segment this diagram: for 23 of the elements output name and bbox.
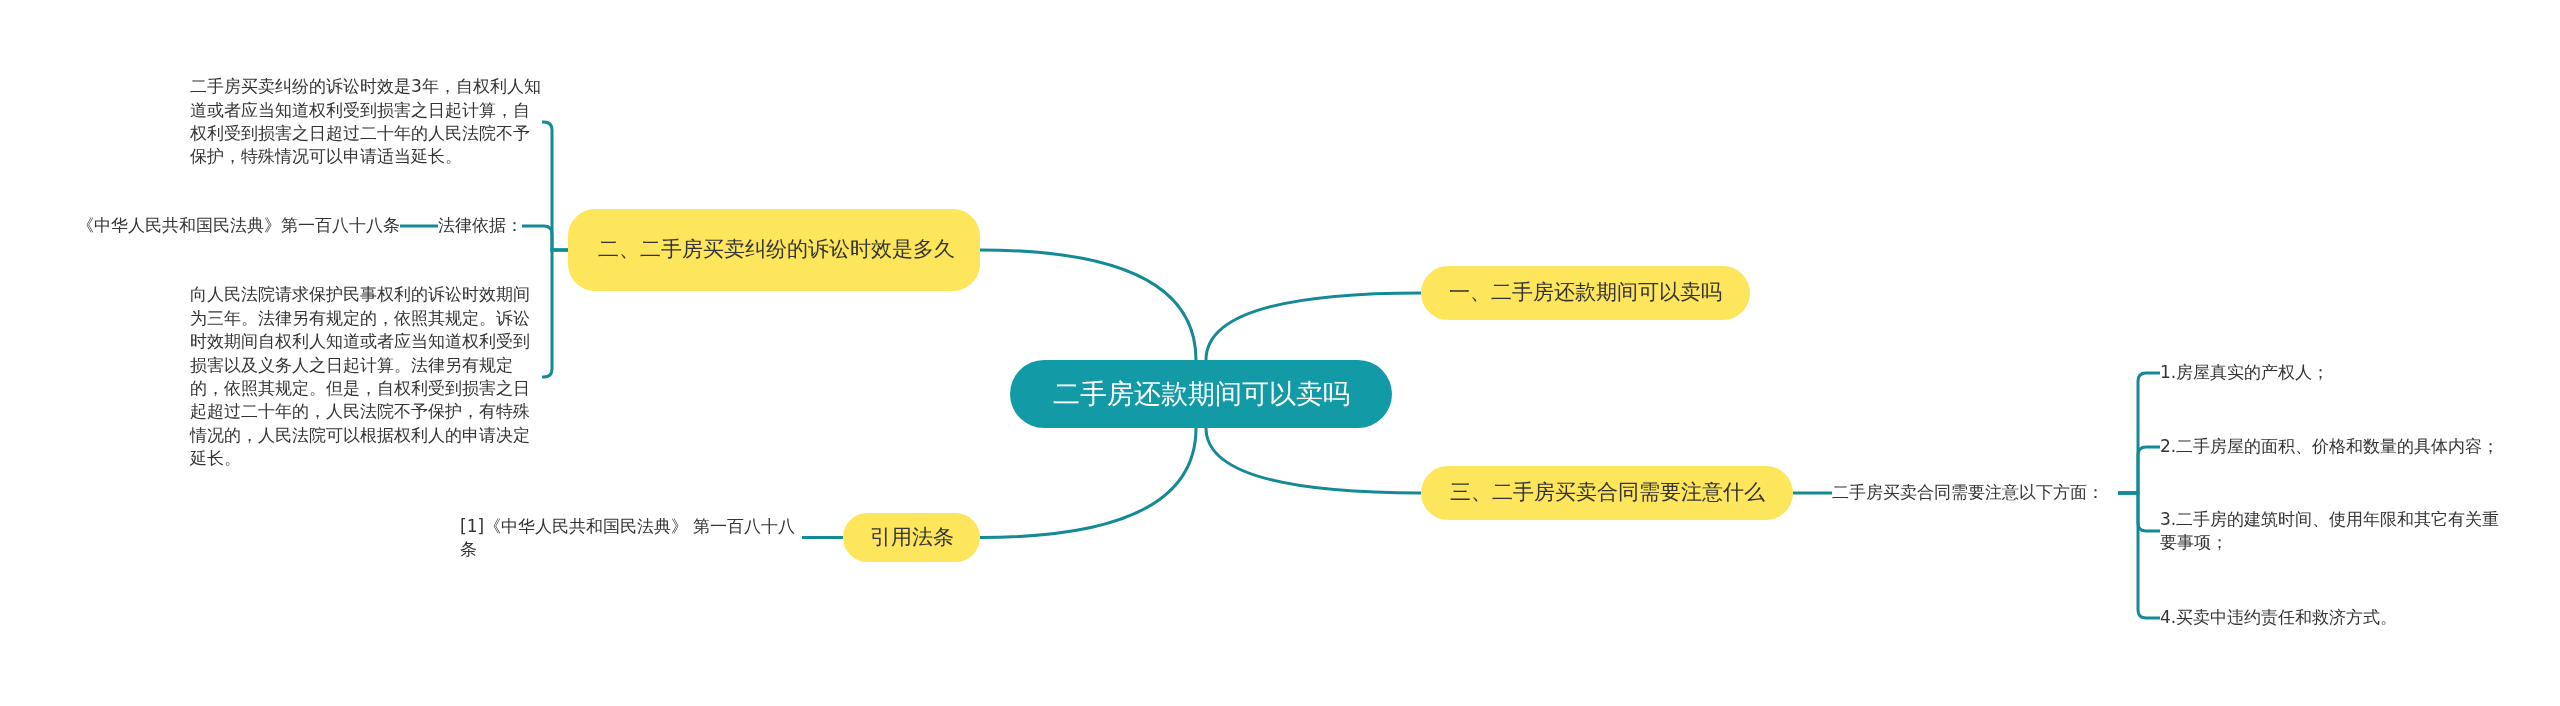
note-text: 二手房买卖纠纷的诉讼时效是3年，自权利人知道或者应当知道权利受到损害之日起计算，自权利受到损害之日超过二十年的人民法院不予保护，特殊情况可以申请适当延长。 — [190, 74, 542, 170]
note-text: 法律依据： — [438, 211, 522, 241]
note-text: 二手房买卖合同需要注意以下方面： — [1832, 478, 2118, 508]
note-text: 4.买卖中违约责任和救济方式。 — [2160, 603, 2540, 633]
note-text: [1]《中华人民共和国民法典》 第一百八十八条 — [460, 513, 802, 563]
note-text: 《中华人民共和国民法典》第一百八十八条 — [70, 211, 400, 241]
topic-pill: 引用法条 — [843, 513, 980, 562]
topic-pill: 一、二手房还款期间可以卖吗 — [1421, 266, 1750, 320]
connector-line — [542, 248, 568, 379]
connector-line — [1793, 491, 1832, 495]
connector-line — [979, 248, 1198, 361]
connector-line — [1204, 291, 1422, 361]
topic-pill: 三、二手房买卖合同需要注意什么 — [1421, 466, 1793, 520]
connector-line — [979, 427, 1198, 539]
note-text: 3.二手房的建筑时间、使用年限和其它有关重要事项； — [2160, 505, 2512, 557]
note-text: 向人民法院请求保护民事权利的诉讼时效期间为三年。法律另有规定的，依照其规定。诉讼时效期间自权利人知道或者应当知道权利受到损害以及义务人之日起计算。法律另有规定的，依照其规定。但是，自权利受到损害之日起超过二十年的，人民法院不予保护，有特殊情况的，人民法院可以根据权利人的申请决定延长。 — [190, 287, 542, 467]
connector-line — [400, 224, 438, 228]
connector-line — [1204, 427, 1422, 495]
note-text: 2.二手房屋的面积、价格和数量的具体内容； — [2160, 432, 2540, 462]
note-text: 1.房屋真实的产权人； — [2160, 358, 2540, 388]
central-topic-pill: 二手房还款期间可以卖吗 — [1010, 360, 1392, 428]
topic-pill: 二、二手房买卖纠纷的诉讼时效是多久 — [568, 209, 980, 291]
connector-line — [802, 536, 843, 539]
